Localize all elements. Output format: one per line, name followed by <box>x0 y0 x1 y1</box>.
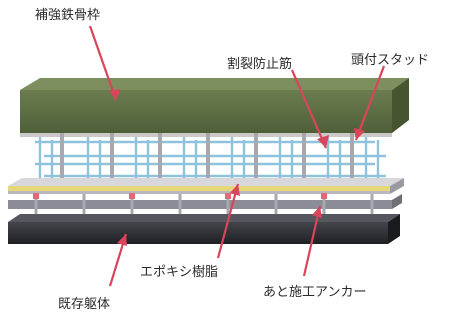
label-existing-structure: 既存躯体 <box>58 297 111 312</box>
epoxy-resin-layer <box>8 178 404 194</box>
rebar-cage <box>35 137 386 180</box>
label-reinforcing-steel-frame: 補強鉄骨枠 <box>35 8 101 23</box>
arrow-epoxy-resin <box>216 183 240 259</box>
headed-studs <box>60 133 354 182</box>
existing-structure-slab <box>8 214 400 244</box>
label-post-installed-anchor: あと施工アンカー <box>263 285 367 300</box>
arrow-split-prevention-bar <box>290 69 329 149</box>
arrow-post-installed-anchor <box>302 205 322 277</box>
arrow-headed-stud <box>354 65 386 141</box>
leader-arrows <box>88 25 386 287</box>
arrow-existing-structure <box>108 233 128 287</box>
reinforcing-steel-frame <box>20 78 409 137</box>
label-headed-stud: 頭付スタッド <box>351 53 430 68</box>
label-split-prevention-bar: 割裂防止筋 <box>227 57 293 72</box>
label-epoxy-resin: エポキシ樹脂 <box>140 265 219 280</box>
arrow-reinforcing-steel-frame <box>88 25 121 101</box>
